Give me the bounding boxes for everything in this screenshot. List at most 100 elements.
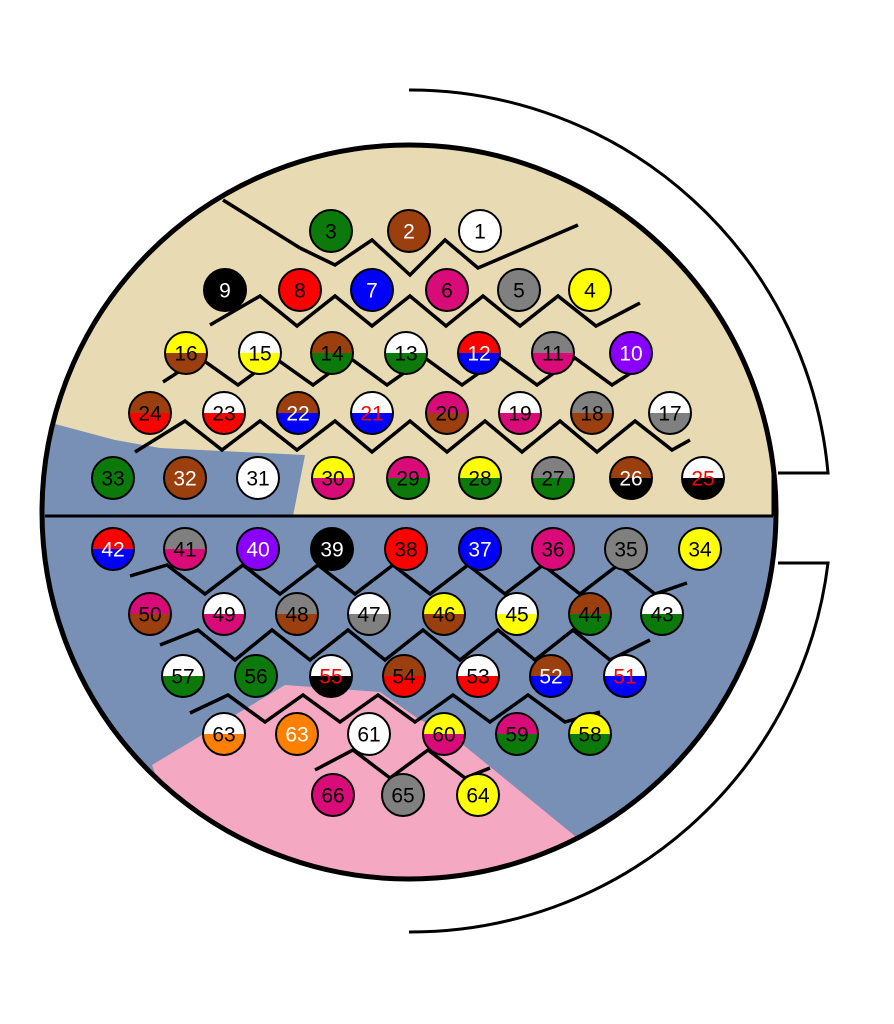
pin-fill-bottom [388, 231, 430, 252]
pin-label: 24 [138, 403, 162, 426]
pin-outline [238, 331, 282, 375]
pin-fill-bottom [239, 353, 281, 374]
pin-54: 54 [382, 654, 426, 698]
pin-47: 47 [347, 592, 391, 636]
pin-53: 53 [456, 654, 500, 698]
pin-label: 49 [212, 604, 235, 627]
pin-fill-top [423, 713, 465, 734]
pin-1: 1 [458, 209, 502, 253]
pin-28: 28 [458, 456, 502, 500]
pin-fill-bottom [351, 290, 393, 311]
pin-label: 41 [173, 539, 196, 562]
pin-fill-bottom [610, 478, 652, 499]
pin-2: 2 [387, 209, 431, 253]
pin-fill-bottom [312, 795, 354, 816]
pin-fill-bottom [604, 676, 646, 697]
pin-fill-bottom [459, 231, 501, 252]
pin-fill-bottom [279, 290, 321, 311]
pin-fill-top [649, 392, 691, 413]
pin-fill-top [129, 392, 171, 413]
pin-fill-top [279, 269, 321, 290]
pin-fill-bottom [348, 614, 390, 635]
pin-fill-bottom [311, 549, 353, 570]
pin-30: 30 [311, 456, 355, 500]
pin-outline [311, 773, 355, 817]
pin-fill-top [382, 774, 424, 795]
pin-outline [456, 773, 500, 817]
pin-fill-bottom [311, 353, 353, 374]
pin-66: 66 [311, 773, 355, 817]
pin-outline [382, 654, 426, 698]
pin-label: 13 [394, 343, 417, 366]
pin-outline [311, 456, 355, 500]
pin-outline [568, 712, 612, 756]
pin-outline [161, 654, 205, 698]
pin-fill-top [423, 593, 465, 614]
pin-fill-top [604, 655, 646, 676]
pin-46: 46 [422, 592, 466, 636]
pin-outline [568, 592, 612, 636]
pin-outline [387, 209, 431, 253]
pin-outline [384, 331, 428, 375]
pin-outline [350, 391, 394, 435]
pin-label: 10 [619, 343, 642, 366]
pin-label: 40 [246, 539, 269, 562]
pin-label: 30 [321, 468, 344, 491]
pin-label: 32 [173, 468, 196, 491]
pin-58: 58 [568, 712, 612, 756]
pin-fill-top [682, 457, 724, 478]
pin-fill-top [203, 392, 245, 413]
pin-48: 48 [275, 592, 319, 636]
pin-label: 65 [391, 785, 414, 808]
pin-fill-top [239, 332, 281, 353]
pin-63: 63 [202, 712, 246, 756]
pin-fill-top [498, 269, 540, 290]
pin-fill-bottom [237, 549, 279, 570]
pin-fill-bottom [530, 676, 572, 697]
pin-fill-bottom [203, 614, 245, 635]
pin-4: 4 [568, 268, 612, 312]
pin-outline [164, 331, 208, 375]
pin-fill-top [457, 655, 499, 676]
pin-outline [276, 391, 320, 435]
pin-label: 50 [138, 604, 161, 627]
pin-outline [425, 268, 469, 312]
region-upper [42, 145, 776, 516]
pin-fill-bottom [610, 353, 652, 374]
pin-outline [497, 268, 541, 312]
pin-55: 55 [309, 654, 353, 698]
pin-label: 51 [613, 666, 636, 689]
pin-fill-bottom [276, 614, 318, 635]
pin-fill-top [426, 269, 468, 290]
pin-outline [458, 527, 502, 571]
pin-label: 12 [467, 343, 490, 366]
pin-label: 31 [246, 468, 269, 491]
pin-60: 60 [422, 712, 466, 756]
pin-label: 14 [320, 343, 344, 366]
pin-fill-bottom [459, 549, 501, 570]
pin-fill-bottom [569, 734, 611, 755]
pin-fill-bottom [569, 614, 611, 635]
pin-outline [202, 391, 246, 435]
pin-label: 20 [435, 403, 458, 426]
pin-57: 57 [161, 654, 205, 698]
pin-label: 35 [614, 539, 637, 562]
pin-label: 25 [691, 468, 714, 491]
pin-fill-top [532, 528, 574, 549]
pin-fill-top [459, 210, 501, 231]
pin-fill-top [459, 457, 501, 478]
connector-shell-outline [408, 88, 830, 934]
pin-fill-bottom [385, 353, 427, 374]
pin-label: 61 [357, 724, 380, 747]
pin-31: 31 [236, 456, 280, 500]
pin-fill-top [164, 528, 206, 549]
pin-fill-bottom [310, 231, 352, 252]
pin-25: 25 [681, 456, 725, 500]
pin-label: 38 [394, 539, 417, 562]
pin-fill-top [530, 655, 572, 676]
pin-fill-top [499, 392, 541, 413]
pin-fill-top [235, 655, 277, 676]
pin-label: 16 [174, 343, 197, 366]
pin-fill-bottom [203, 413, 245, 434]
pin-fill-bottom [426, 413, 468, 434]
